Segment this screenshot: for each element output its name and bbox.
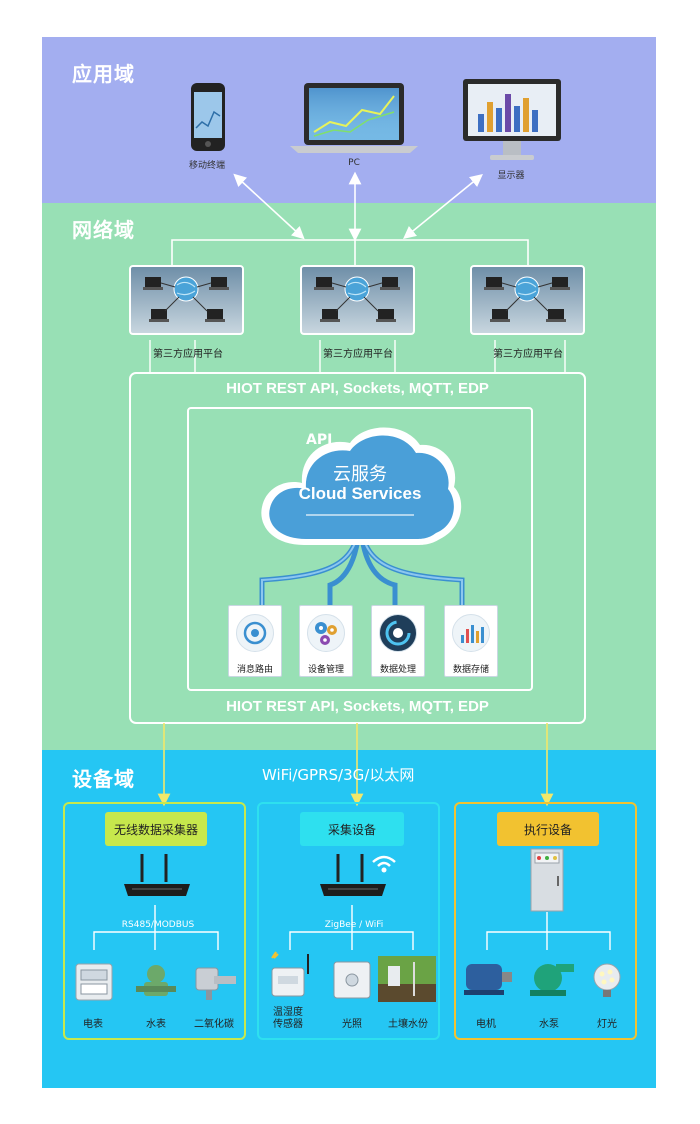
light-sensor-icon <box>333 961 371 999</box>
api-protocols-bottom: HIOT REST API, Sockets, MQTT, EDP <box>226 698 489 715</box>
service-label: 数据处理 <box>379 665 416 675</box>
bus-label-rs485: RS485/MODBUS <box>121 920 195 930</box>
router-icon <box>320 854 386 896</box>
laptop-icon <box>290 83 418 153</box>
water-meter-icon <box>136 965 176 996</box>
data-process-icon <box>379 614 417 652</box>
device-group-acquisition-box <box>257 802 440 1040</box>
gears-icon <box>307 614 345 652</box>
message-route-icon <box>236 614 274 652</box>
temp-humidity-sensor-icon <box>271 951 309 997</box>
co2-sensor-icon <box>195 967 236 1000</box>
leaf-label-co2: 二氧化碳 <box>194 1019 234 1030</box>
service-label: 设备管理 <box>307 665 344 675</box>
service-device-management: 设备管理 <box>299 605 353 677</box>
app-device-label-pc: PC <box>348 158 360 168</box>
platform-label-1: 第三方应用平台 <box>153 349 223 360</box>
leaf-label-temp-humidity: 温湿度 传感器 <box>273 1007 303 1030</box>
leaf-label-pump: 水泵 <box>539 1019 559 1030</box>
third-party-platform-2 <box>300 265 415 335</box>
cloud-title-cn: 云服务 <box>333 464 387 485</box>
device-group-actuator-box <box>454 802 637 1040</box>
platform-label-2: 第三方应用平台 <box>323 349 393 360</box>
electric-meter-icon <box>75 963 113 1001</box>
service-data-processing: 数据处理 <box>371 605 425 677</box>
third-party-platform-1 <box>129 265 244 335</box>
soil-moisture-sensor-icon <box>378 956 436 1002</box>
leaf-label-motor: 电机 <box>476 1019 496 1030</box>
service-data-storage: 数据存储 <box>444 605 498 677</box>
service-message-route: 消息路由 <box>228 605 282 677</box>
api-protocols-top: HIOT REST API, Sockets, MQTT, EDP <box>226 380 489 397</box>
third-party-platform-3 <box>470 265 585 335</box>
network-globe-icon <box>314 276 400 322</box>
network-domain-title: 网络域 <box>72 218 135 242</box>
wifi-icon <box>372 855 396 873</box>
lamp-icon <box>593 963 621 997</box>
leaf-label-lamp: 灯光 <box>597 1019 617 1030</box>
phone-icon <box>191 83 225 151</box>
leaf-label-light: 光照 <box>342 1019 362 1030</box>
service-label: 消息路由 <box>236 665 273 675</box>
device-domain-title: 设备域 <box>72 767 135 791</box>
network-globe-icon <box>143 276 229 322</box>
bus-label-zigbee: ZigBee / WiFi <box>324 920 384 930</box>
service-label: 数据存储 <box>452 665 489 675</box>
cloud-shape <box>261 427 462 545</box>
platform-label-3: 第三方应用平台 <box>493 349 563 360</box>
leaf-label-water-meter: 水表 <box>146 1019 166 1030</box>
leaf-label-soil-moisture: 土壤水份 <box>388 1019 428 1030</box>
device-group-title-actuator: 执行设备 <box>497 812 599 846</box>
device-group-title-acquisition: 采集设备 <box>300 812 404 846</box>
motor-icon <box>464 964 512 995</box>
cloud-api-tag: API <box>306 432 333 448</box>
data-storage-icon <box>452 614 490 652</box>
app-domain-title: 应用域 <box>72 62 135 86</box>
device-group-collector-box <box>63 802 246 1040</box>
leaf-label-electric-meter: 电表 <box>83 1019 103 1030</box>
router-icon <box>124 854 190 896</box>
water-pump-icon <box>530 964 574 996</box>
monitor-icon <box>463 79 561 160</box>
control-cabinet-icon <box>530 848 564 912</box>
cloud-title-en: Cloud Services <box>298 484 422 503</box>
device-domain-band <box>42 750 656 1088</box>
network-globe-icon <box>484 276 570 322</box>
device-group-title-collector: 无线数据采集器 <box>105 812 207 846</box>
app-device-label-monitor: 显示器 <box>497 171 525 181</box>
network-protocols: WiFi/GPRS/3G/以太网 <box>262 766 415 784</box>
app-device-label-mobile: 移动终端 <box>188 161 225 171</box>
